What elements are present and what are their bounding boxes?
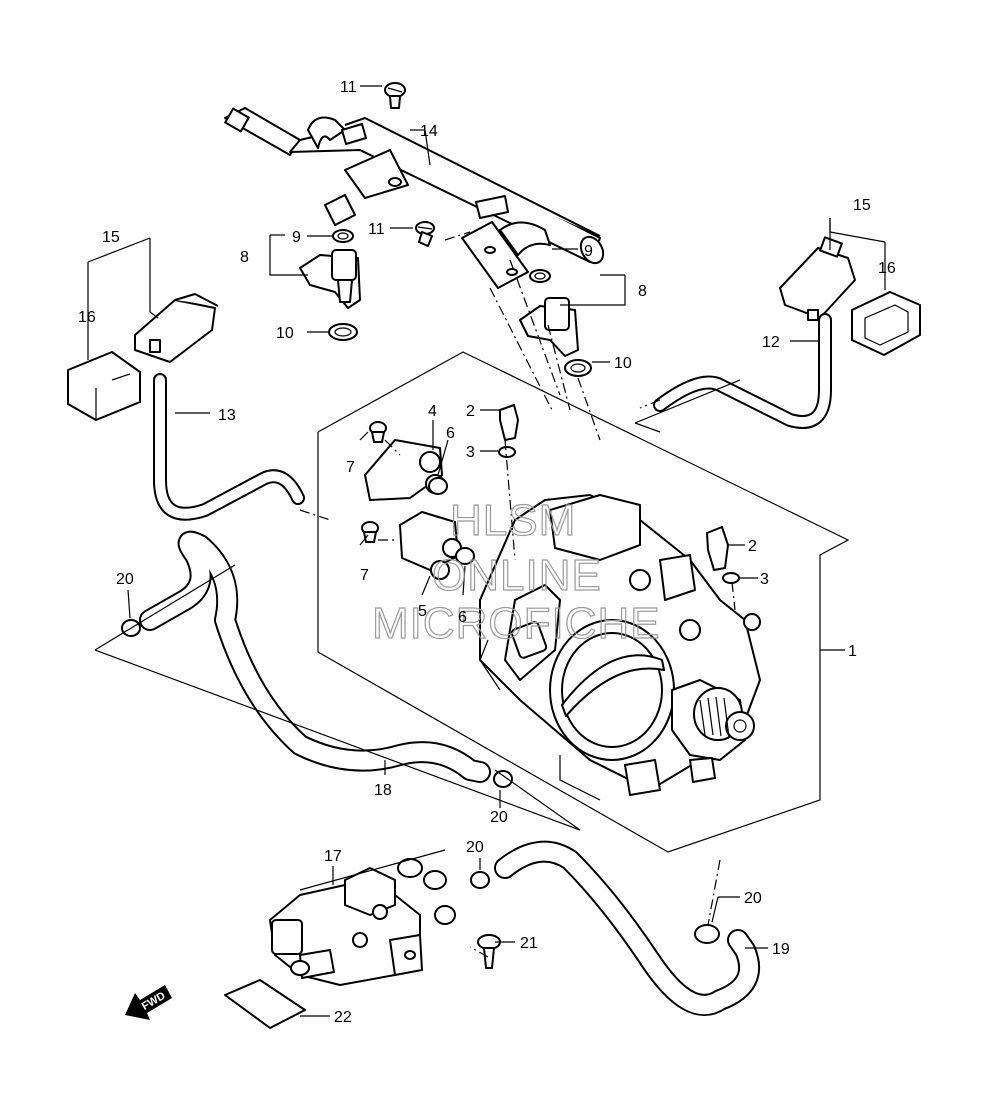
callout-11: 11 <box>340 79 357 96</box>
callout-22: 22 <box>334 1009 352 1026</box>
callout-20: 20 <box>116 571 134 588</box>
callout-9: 9 <box>292 229 301 246</box>
svg-text:MICROFICHE: MICROFICHE <box>372 599 661 648</box>
cap-left[interactable] <box>67 351 141 421</box>
callout-18: 18 <box>374 782 392 799</box>
svg-text:ONLINE: ONLINE <box>432 551 602 600</box>
o-ring-3-right[interactable] <box>722 572 740 584</box>
callout-2: 2 <box>748 538 757 555</box>
screw-11-upper[interactable] <box>384 82 406 109</box>
callout-16: 16 <box>78 309 96 326</box>
throttle-body-assembly-outline <box>317 351 850 853</box>
hose-clamp-20-b[interactable] <box>493 770 513 788</box>
callout-20: 20 <box>744 890 762 907</box>
callout-10: 10 <box>614 355 632 372</box>
idle-speed-control-valve[interactable] <box>269 858 456 986</box>
screw-21[interactable] <box>477 934 501 969</box>
forward-direction-arrow: FWD <box>125 985 172 1020</box>
connector-left[interactable] <box>134 293 219 363</box>
callout-19: 19 <box>772 941 790 958</box>
fuel-injector-left[interactable] <box>299 229 361 341</box>
fuel-delivery-pipe[interactable] <box>224 107 608 289</box>
callout-8: 8 <box>638 283 647 300</box>
callout-3: 3 <box>760 571 769 588</box>
hose-18-outline <box>94 379 741 891</box>
leader-lines <box>87 85 886 1017</box>
callout-13: 13 <box>218 407 236 424</box>
connector-right[interactable] <box>779 236 856 321</box>
svg-text:FWD: FWD <box>140 990 168 1013</box>
callout-labels: 1 2 2 3 3 4 5 6 6 7 7 8 8 9 9 10 10 11 1… <box>78 79 896 1026</box>
callout-8: 8 <box>240 249 249 266</box>
coolant-hose-19[interactable] <box>494 840 760 1016</box>
callout-20: 20 <box>490 809 508 826</box>
vacuum-hose-12[interactable] <box>653 313 832 429</box>
callout-11: 11 <box>368 221 385 238</box>
callout-20: 20 <box>466 839 484 856</box>
vacuum-hose-13[interactable] <box>153 373 305 521</box>
callout-2: 2 <box>466 403 475 420</box>
hose-clamp-20-d[interactable] <box>694 924 720 944</box>
sensor-2-right[interactable] <box>706 526 729 571</box>
callout-7: 7 <box>360 567 369 584</box>
screw-11-lower[interactable] <box>415 221 435 247</box>
callout-9: 9 <box>584 243 593 260</box>
o-ring-6-lower[interactable] <box>455 547 475 565</box>
fuel-injector-right[interactable] <box>519 269 592 377</box>
callout-17: 17 <box>324 848 342 865</box>
callout-10: 10 <box>276 325 294 342</box>
callout-6: 6 <box>458 609 467 626</box>
callout-14: 14 <box>420 123 438 140</box>
alignment-lines <box>299 231 736 958</box>
callout-6: 6 <box>446 425 455 442</box>
callout-21: 21 <box>520 935 538 952</box>
callout-16: 16 <box>878 260 896 277</box>
callout-1: 1 <box>848 643 857 660</box>
callout-12: 12 <box>762 334 780 351</box>
callout-3: 3 <box>466 444 475 461</box>
coolant-hose-18[interactable] <box>139 530 491 783</box>
callout-4: 4 <box>428 403 437 420</box>
o-ring-3-upper[interactable] <box>498 446 516 458</box>
throttle-body[interactable] <box>479 494 761 801</box>
callout-15: 15 <box>102 229 120 246</box>
gasket-22[interactable] <box>224 979 306 1029</box>
callout-7: 7 <box>346 459 355 476</box>
o-ring-6-upper[interactable] <box>428 477 448 495</box>
hose-clamp-20-c[interactable] <box>470 871 490 889</box>
sensor-2-upper[interactable] <box>499 404 519 441</box>
callout-15: 15 <box>853 197 871 214</box>
svg-text:HLSM: HLSM <box>450 496 576 545</box>
callout-5: 5 <box>418 603 427 620</box>
watermark: HLSM ONLINE MICROFICHE <box>371 495 661 648</box>
cap-right[interactable] <box>851 291 921 356</box>
